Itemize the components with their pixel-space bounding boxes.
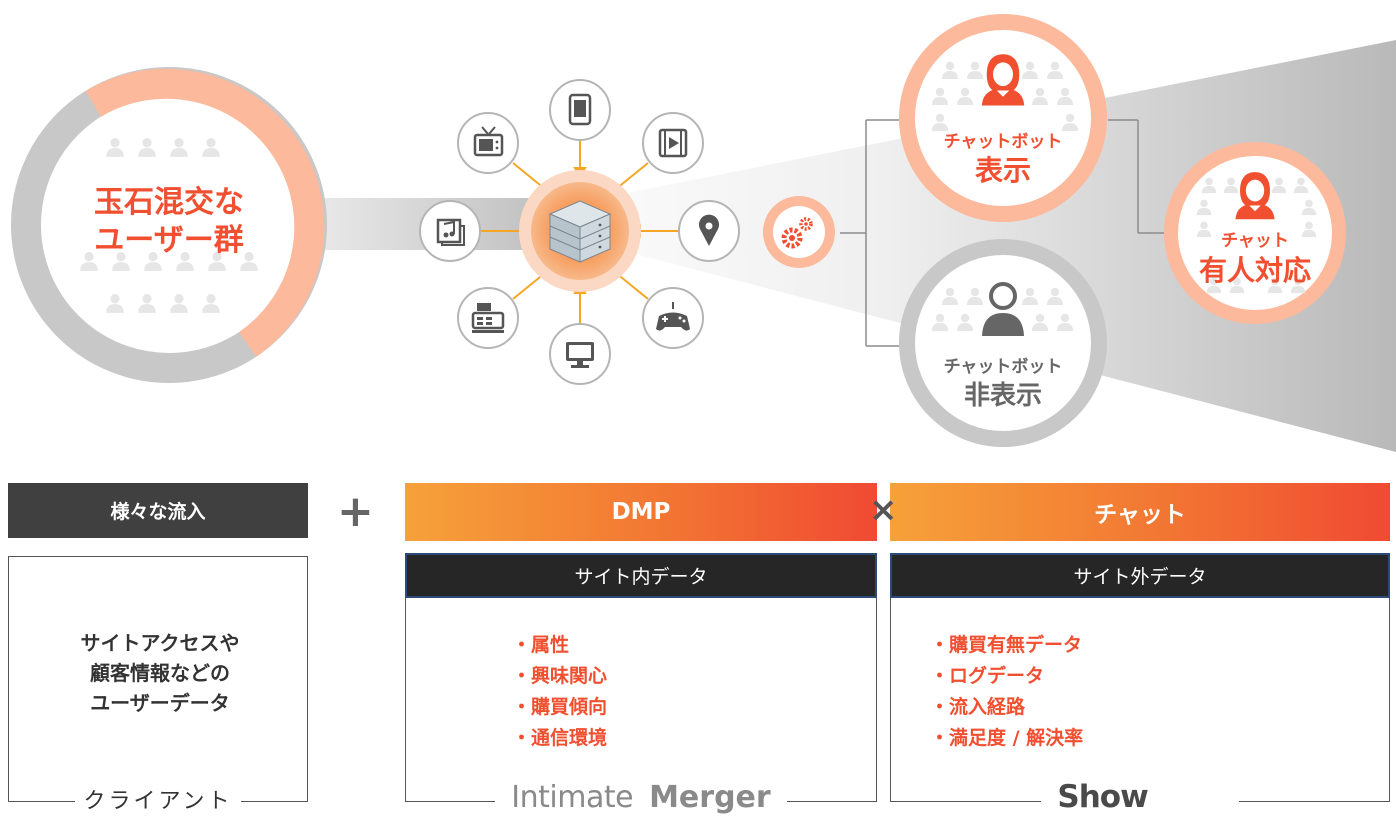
chat-subheader: サイト外データ [890, 553, 1390, 598]
dmp-header: DMP [405, 483, 877, 541]
chatbot-show-circle [899, 14, 1107, 222]
crowd-ring-highlight [85, 68, 325, 357]
cash-register-icon [471, 303, 505, 333]
chat-item: ・満足度 / 解決率 [930, 727, 1084, 749]
chatbot-show-label-2: 表示 [975, 154, 1031, 187]
chat-header: チャット [890, 483, 1390, 541]
device-nodes [419, 79, 740, 385]
music-icon [436, 218, 465, 246]
gears-icon [781, 217, 813, 249]
chat-item: ・購買有無データ [930, 634, 1083, 656]
gamepad-icon [656, 302, 690, 331]
tv-icon [473, 126, 504, 157]
inflow-box: クライアント [8, 556, 308, 817]
inflow-line-3: ユーザーデータ [90, 691, 230, 715]
times-icon: × [869, 490, 898, 530]
branch-lines [840, 119, 1166, 347]
person-icon [982, 282, 1024, 336]
crowd-label-2: ユーザー群 [94, 223, 243, 258]
dmp-item: ・購買傾向 [512, 696, 608, 718]
human-support-label-1: チャット [1221, 231, 1289, 251]
inflow-description: サイトアクセスや 顧客情報などの ユーザーデータ [10, 628, 310, 718]
chatbot-hide-circle [899, 239, 1107, 447]
client-label: クライアント [9, 787, 307, 817]
chatbot-hide-label-1: チャットボット [944, 357, 1063, 377]
inflow-line-2: 顧客情報などの [90, 661, 230, 685]
chatbot-show-label-1: チャットボット [944, 132, 1063, 152]
location-pin-icon [699, 214, 720, 246]
dmp-subheader: サイト内データ [405, 553, 877, 598]
film-icon [658, 128, 688, 158]
dmp-list: ・属性 ・興味関心 ・購買傾向 ・通信環境 [512, 630, 607, 754]
chatbot-hide-label-2: 非表示 [964, 381, 1042, 411]
chat-list: ・購買有無データ ・ログデータ ・流入経路 ・満足度 / 解決率 [930, 630, 1083, 754]
tablet-icon [568, 93, 592, 126]
gears-node-inner [773, 206, 825, 258]
chat-item: ・ログデータ [930, 665, 1045, 687]
dmp-item: ・興味関心 [512, 665, 608, 687]
inflow-header: 様々な流入 [8, 483, 308, 538]
dmp-item: ・属性 [512, 634, 570, 656]
human-support-label-2: 有人対応 [1199, 254, 1311, 287]
plus-icon: + [337, 486, 374, 537]
chat-item: ・流入経路 [930, 696, 1026, 718]
dmp-item: ・通信環境 [512, 727, 608, 749]
crowd-label-1: 玉石混交な [94, 185, 244, 220]
server-icon [548, 200, 612, 263]
monitor-icon [566, 342, 594, 368]
inflow-line-1: サイトアクセスや [80, 631, 240, 655]
